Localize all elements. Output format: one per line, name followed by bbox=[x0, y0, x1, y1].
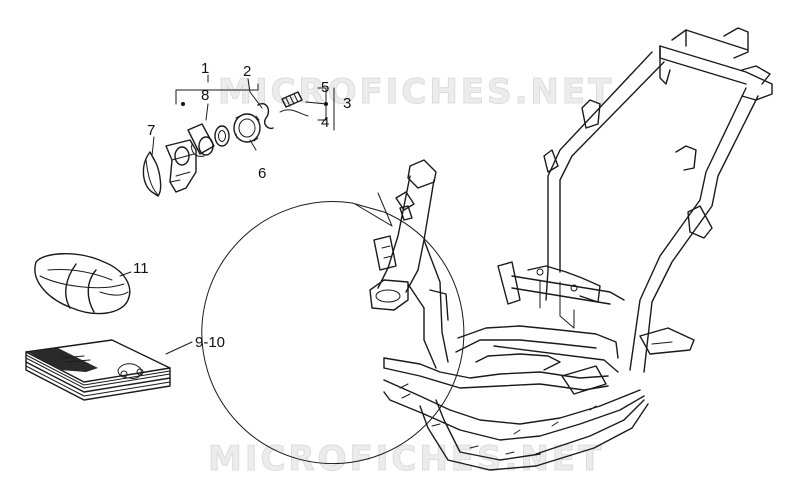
part-8-washer bbox=[214, 125, 230, 147]
callout-11: 11 bbox=[133, 260, 149, 277]
callout-1: 1 bbox=[201, 60, 209, 77]
callout-7: 7 bbox=[147, 122, 155, 139]
watermark-top: MICROFICHES.NET bbox=[218, 72, 614, 112]
callout-8: 8 bbox=[201, 87, 209, 104]
detail-circle-outline bbox=[201, 201, 465, 465]
watermark-bottom: MICROFICHES.NET bbox=[208, 439, 604, 479]
part-6-ringnut bbox=[233, 113, 261, 143]
detail-pointer bbox=[354, 192, 393, 227]
lock-assembly-icon bbox=[142, 91, 309, 197]
callout-2: 2 bbox=[243, 63, 251, 80]
callout-9-10: 9-10 bbox=[195, 334, 225, 351]
callout-5: 5 bbox=[321, 79, 329, 96]
callout-6: 6 bbox=[258, 165, 266, 182]
manual-booklet-icon bbox=[25, 339, 171, 401]
callout-4: 4 bbox=[321, 114, 329, 131]
leader-9-10 bbox=[165, 341, 193, 355]
callout-3: 3 bbox=[343, 95, 351, 112]
tool-pouch-icon bbox=[34, 253, 131, 315]
part-lock-housing bbox=[165, 139, 197, 193]
part-5-spring bbox=[281, 91, 303, 108]
detail-circle bbox=[201, 192, 465, 465]
scooter-frame-icon bbox=[369, 27, 773, 471]
part-2-spring bbox=[257, 103, 274, 130]
callout-leaders bbox=[151, 74, 335, 157]
part-7-clip bbox=[142, 151, 162, 197]
part-1-cylinder bbox=[187, 123, 215, 155]
leader-11 bbox=[119, 271, 132, 277]
part-4-pin bbox=[279, 109, 309, 117]
